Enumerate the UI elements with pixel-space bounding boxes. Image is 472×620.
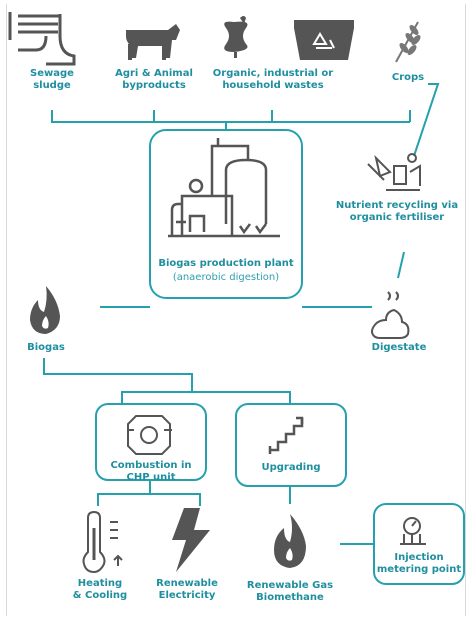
label-renewable-electricity: Renewable Electricity: [156, 578, 218, 601]
label-chp: Combustion in CHP unit: [110, 460, 192, 483]
page-frame: [6, 4, 466, 616]
upgrading-stairs-icon: [268, 416, 304, 454]
chp-engine-icon: [127, 415, 172, 455]
biogas-flame-icon: [30, 286, 60, 334]
label-biogas: Biogas: [27, 342, 65, 353]
line-chp-elec: [150, 493, 201, 506]
label-plant-subtitle: (anaerobic digestion): [172, 272, 280, 283]
thermometer-icon: [82, 510, 123, 574]
label-organic-wastes: Organic, industrial or household wastes: [212, 68, 334, 91]
fertiliser-icon: [367, 153, 421, 191]
metering-gauge-icon: [400, 517, 426, 545]
apple-core-icon: [224, 16, 248, 58]
line-to-upgrading: [192, 391, 291, 404]
line-sources-collector: [51, 110, 410, 123]
line-chp-outputs: [97, 480, 151, 506]
biomethane-flame-icon: [274, 514, 306, 568]
label-plant-title: Biogas production plant: [158, 258, 294, 269]
label-injection-metering: Injection metering point: [376, 552, 462, 575]
label-sewage-sludge: Sewage sludge: [30, 68, 74, 91]
lightning-icon: [172, 508, 210, 572]
line-biogas-down: [43, 358, 193, 404]
digestate-icon: [371, 291, 410, 339]
line-crops-nutrient: [413, 83, 440, 157]
upgrading-box: [235, 403, 347, 487]
sewage-pipe-icon: [8, 12, 76, 66]
connector-lines: [43, 83, 440, 545]
label-digestate: Digestate: [371, 342, 427, 353]
wheat-icon: [395, 21, 421, 63]
label-biomethane: Renewable Gas Biomethane: [246, 580, 334, 603]
label-crops: Crops: [391, 72, 425, 83]
label-agri-byproducts: Agri & Animal byproducts: [115, 68, 193, 91]
label-upgrading: Upgrading: [261, 462, 321, 473]
recycling-bin-icon: [294, 20, 354, 60]
label-heating-cooling: Heating & Cooling: [72, 578, 128, 601]
cow-icon: [126, 24, 180, 60]
label-nutrient-recycling: Nutrient recycling via organic fertilise…: [335, 200, 459, 223]
biogas-plant-icon: [168, 138, 280, 238]
line-nutrient-digestate: [397, 251, 405, 279]
